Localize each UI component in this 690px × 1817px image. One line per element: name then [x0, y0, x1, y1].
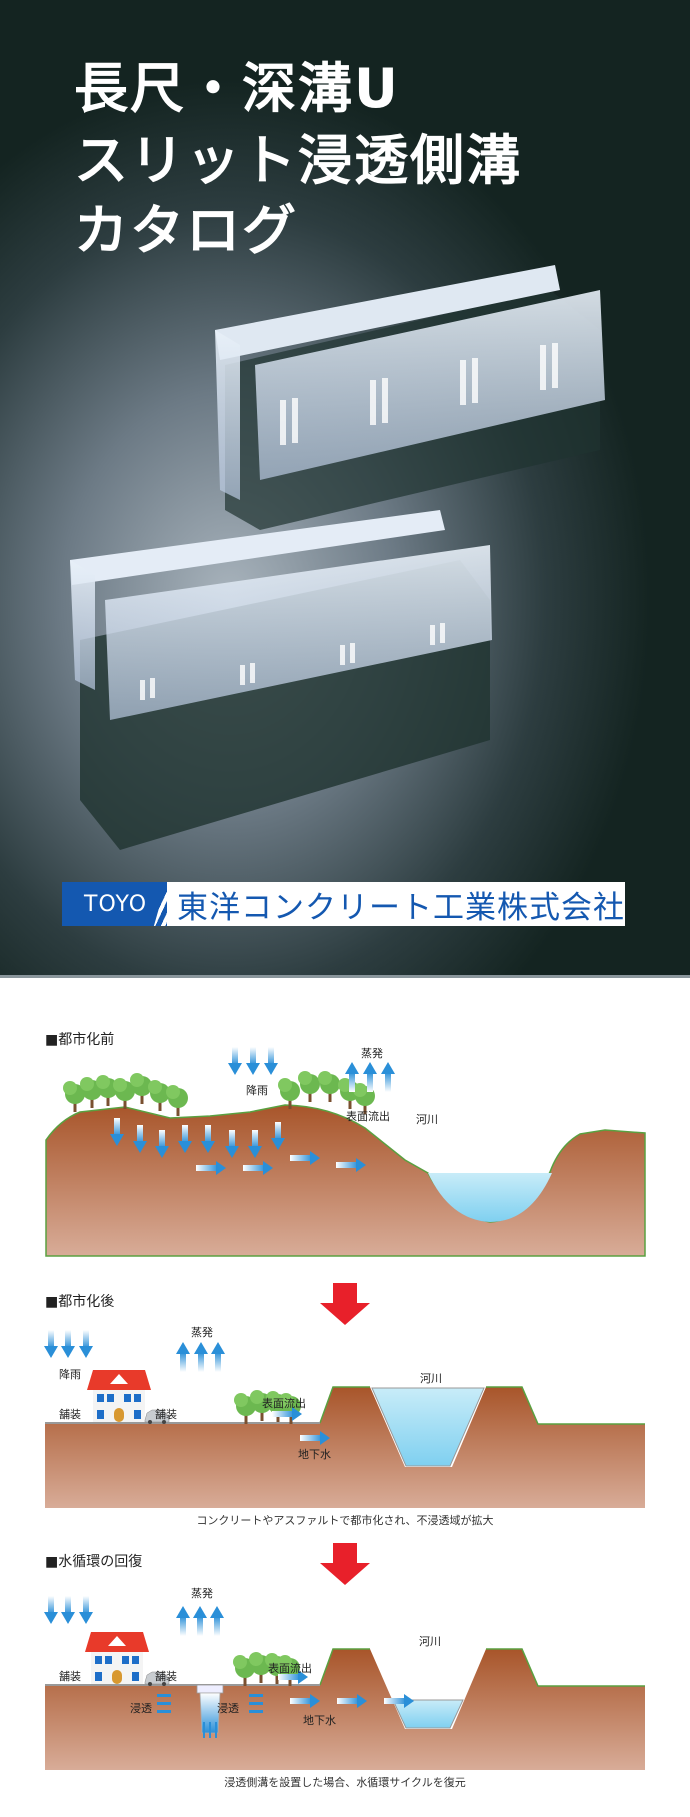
label-paving-left: 舗装	[59, 1669, 81, 1683]
label-evaporation: 蒸発	[361, 1046, 383, 1060]
diagram-water-cycle-recovery: ■水循環の回復 蒸発 表面流出 河川 舗装 舗装 浸透 浸透 地下水 浸透側溝を…	[44, 1553, 645, 1789]
rain-arrows-icon	[44, 1596, 93, 1624]
diagram-caption: コンクリートやアスファルトで都市化され、不浸透域が拡大	[196, 1513, 493, 1527]
label-paving-right: 舗装	[155, 1407, 177, 1421]
label-groundwater: 地下水	[298, 1448, 331, 1461]
title-line-1: 長尺・深溝U	[74, 57, 400, 120]
rain-arrows-icon	[44, 1330, 93, 1358]
house-icon	[87, 1370, 151, 1422]
diagram-before-urbanization: ■都市化前 降雨 蒸発 表面流出 河川	[45, 1031, 646, 1257]
label-paving-left: 舗装	[59, 1407, 81, 1421]
company-name: 東洋コンクリート工業株式会社	[177, 889, 625, 926]
label-rain: 降雨	[59, 1367, 81, 1381]
red-down-arrow-icon	[320, 1283, 370, 1325]
label-surface-runoff: 表面流出	[268, 1661, 312, 1675]
infiltration-arrows-icon	[157, 1694, 263, 1738]
rain-arrows-icon	[228, 1047, 278, 1075]
label-surface-runoff: 表面流出	[346, 1109, 390, 1123]
label-river: 河川	[416, 1113, 438, 1126]
diagram-heading: ■都市化後	[45, 1293, 114, 1310]
diagram-heading: ■水循環の回復	[45, 1553, 142, 1570]
diagram-heading: ■都市化前	[45, 1031, 114, 1048]
label-groundwater: 地下水	[303, 1714, 336, 1727]
title-line-3: カタログ	[74, 199, 298, 262]
label-river: 河川	[420, 1372, 442, 1385]
catalog-cover: 長尺・深溝U スリット浸透側溝 カタログ TOYO 東洋コンクリート工業株式会社	[0, 0, 690, 978]
diagram-caption: 浸透側溝を設置した場合、水循環サイクルを復元	[224, 1775, 465, 1789]
evaporation-arrows-icon	[176, 1606, 224, 1636]
label-river: 河川	[419, 1635, 441, 1648]
house-icon	[85, 1632, 149, 1684]
toyo-logo-mark: TOYO	[62, 882, 167, 926]
cover-divider	[0, 975, 690, 978]
label-paving-right: 舗装	[155, 1669, 177, 1683]
label-infiltration-left: 浸透	[130, 1702, 152, 1715]
label-surface-runoff: 表面流出	[262, 1396, 306, 1410]
diagram-after-urbanization: ■都市化後 降雨 蒸発 表面流出 河川 舗装 舗装 地下水 コンクリートやアスフ…	[44, 1293, 645, 1527]
product-image-u-gutters	[70, 265, 605, 850]
company-logo-banner: TOYO 東洋コンクリート工業株式会社	[62, 882, 625, 926]
label-evaporation: 蒸発	[191, 1325, 213, 1339]
evaporation-arrows-icon	[345, 1062, 395, 1092]
evaporation-arrows-icon	[176, 1342, 225, 1372]
red-down-arrow-icon	[320, 1543, 370, 1585]
label-evaporation: 蒸発	[191, 1586, 213, 1600]
label-infiltration-right: 浸透	[217, 1702, 239, 1715]
title-line-2: スリット浸透側溝	[74, 129, 522, 192]
label-rain: 降雨	[246, 1083, 268, 1097]
